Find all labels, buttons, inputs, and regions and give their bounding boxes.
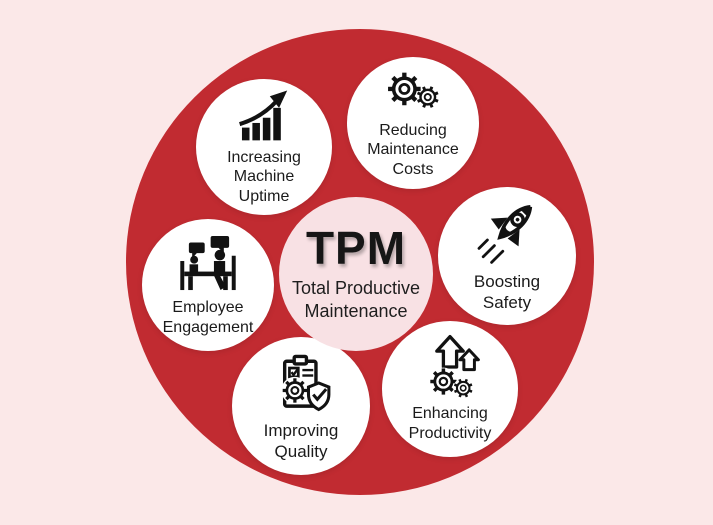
team-discussion-icon xyxy=(180,236,236,291)
node-label: Employee Engagement xyxy=(162,299,254,336)
tpm-acronym: TPM xyxy=(305,222,407,275)
node-label: Boosting Safety xyxy=(473,272,541,312)
node-employee-engagement: Employee Engagement xyxy=(142,219,274,351)
growth-chart-icon xyxy=(239,90,288,141)
center-circle: TPM Total Productive Maintenance xyxy=(279,197,433,351)
node-boosting-safety: Boosting Safety xyxy=(438,187,576,325)
node-reducing-maintenance-costs: Reducing Maintenance Costs xyxy=(347,57,479,189)
node-label: Improving Quality xyxy=(263,421,339,461)
node-label: Enhancing Productivity xyxy=(408,405,492,442)
node-increasing-machine-uptime: Increasing Machine Uptime xyxy=(196,79,332,215)
quality-clipboard-shield-icon xyxy=(281,355,331,412)
node-label: Reducing Maintenance Costs xyxy=(367,121,459,178)
productivity-gears-arrows-icon xyxy=(428,335,480,401)
gears-icon xyxy=(385,67,441,113)
node-improving-quality: Improving Quality xyxy=(232,337,370,475)
rocket-icon xyxy=(477,205,533,265)
node-label: Increasing Machine Uptime xyxy=(227,148,301,205)
node-enhancing-productivity: Enhancing Productivity xyxy=(382,321,518,457)
tpm-subtitle: Total Productive Maintenance xyxy=(291,277,421,322)
